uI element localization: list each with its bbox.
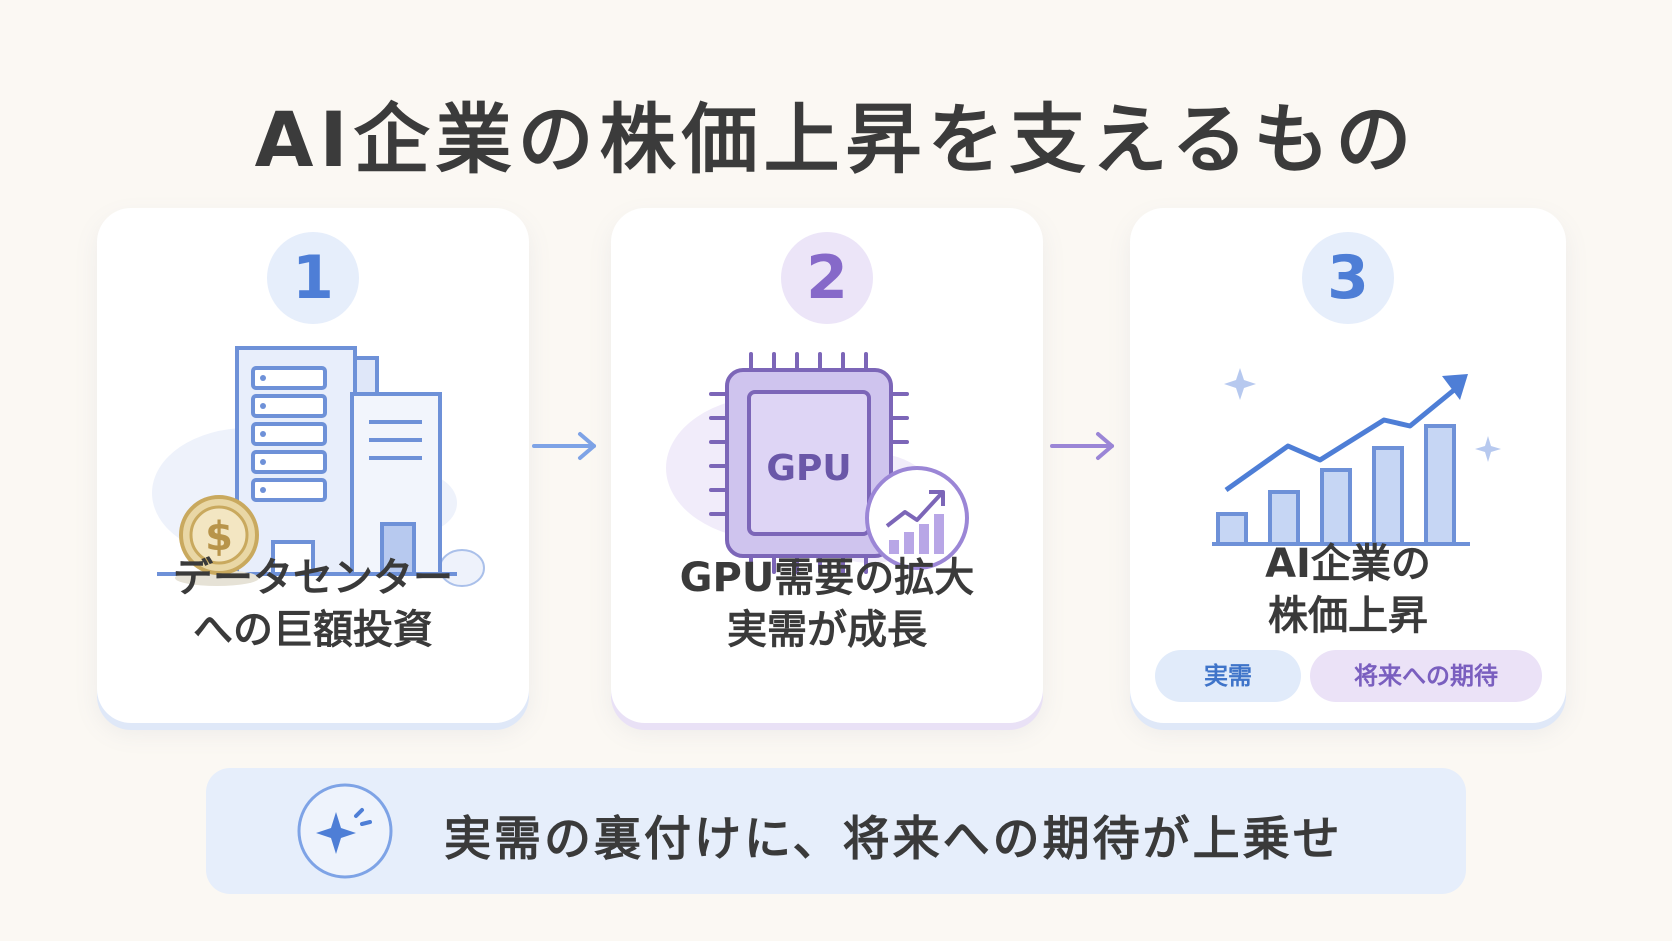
step-card-2: 2 GPU GPU需要の拡大 実需が成長 bbox=[611, 208, 1043, 723]
step-number-2: 2 bbox=[781, 232, 873, 324]
sparkle-icon bbox=[297, 783, 393, 879]
step-text-2: GPU需要の拡大 実需が成長 bbox=[611, 552, 1043, 656]
tag-future-expectation: 将来への期待 bbox=[1310, 650, 1542, 702]
conclusion-banner: 実需の裏付けに、将来への期待が上乗せ bbox=[206, 768, 1466, 894]
step-3-line-2: 株価上昇 bbox=[1268, 593, 1428, 639]
step-card-1: 1 $ データセンター bbox=[97, 208, 529, 723]
step-2-line-2: 実需が成長 bbox=[727, 607, 927, 653]
data-center-building-icon: $ bbox=[152, 346, 485, 587]
step-text-1: データセンター への巨額投資 bbox=[97, 552, 529, 656]
step-number-3: 3 bbox=[1302, 232, 1394, 324]
step-number-1: 1 bbox=[267, 232, 359, 324]
step-1-line-2: への巨額投資 bbox=[193, 607, 433, 653]
arrow-right-icon bbox=[532, 432, 596, 460]
gpu-label: GPU bbox=[766, 448, 851, 489]
gpu-chip-icon: GPU bbox=[666, 352, 969, 574]
step-text-3: AI企業の 株価上昇 bbox=[1130, 538, 1566, 642]
arrow-right-icon bbox=[1050, 432, 1114, 460]
conclusion-text: 実需の裏付けに、将来への期待が上乗せ bbox=[444, 812, 1343, 867]
currency-symbol: $ bbox=[205, 514, 233, 560]
step-card-3: 3 AI企業の 株価上昇 実需 将来への期待 bbox=[1130, 208, 1566, 723]
step-1-line-1: データセンター bbox=[173, 555, 453, 601]
step-3-line-1: AI企業の bbox=[1265, 541, 1431, 587]
step-2-line-1: GPU需要の拡大 bbox=[679, 555, 975, 601]
page-title: AI企業の株価上昇を支えるもの bbox=[254, 95, 1418, 184]
tag-real-demand: 実需 bbox=[1155, 650, 1301, 702]
rising-bar-chart-icon bbox=[1212, 368, 1501, 546]
